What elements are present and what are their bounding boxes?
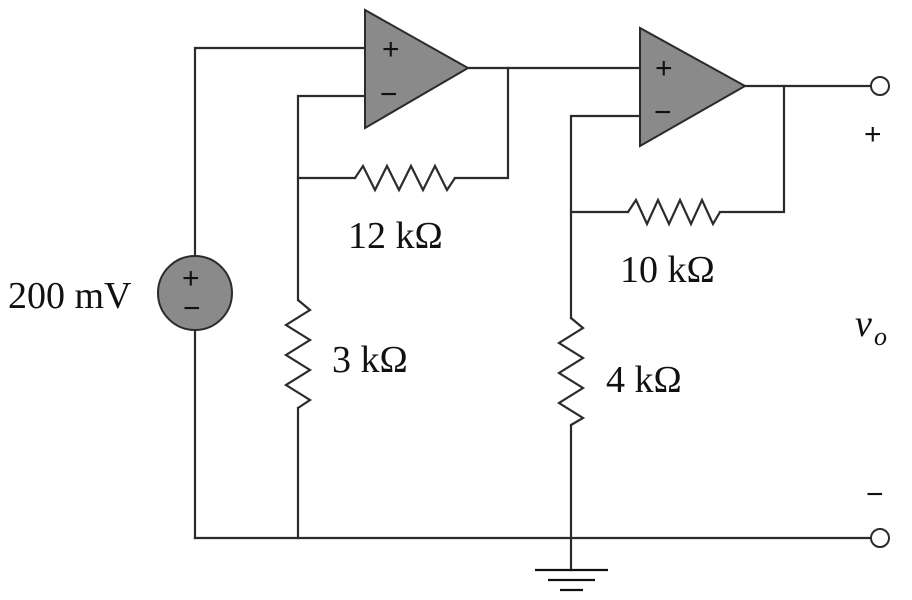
resistor-10k-label: 10 kΩ (620, 249, 715, 291)
output-voltage-label: v o (855, 303, 887, 351)
resistor-3k-label: 3 kΩ (332, 339, 408, 381)
resistor-12k-label: 12 kΩ (348, 215, 443, 257)
wire-inv1-to-node (296, 94, 367, 302)
resistor-10k (627, 197, 721, 227)
output-terminal-plus (870, 76, 890, 96)
output-voltage-subscript: o (874, 322, 887, 351)
wire-source-to-noninv1 (193, 46, 367, 265)
opamp1-plus-sign: + (382, 33, 400, 66)
source-value-label: 200 mV (8, 275, 132, 317)
resistor-3k (283, 299, 313, 409)
output-plus-sign: + (864, 118, 882, 151)
wire-inv2-to-node (569, 114, 642, 320)
source-minus-sign: − (183, 292, 201, 325)
output-voltage-var: v (855, 303, 872, 345)
opamp1-minus-sign: − (380, 78, 398, 111)
resistor-12k (354, 163, 456, 193)
opamp-2: + − (639, 26, 748, 148)
ground-symbol (535, 568, 608, 592)
wire-12k-to-out1 (453, 66, 510, 180)
resistor-4k-label: 4 kΩ (606, 359, 682, 401)
opamp2-minus-sign: − (654, 96, 672, 129)
source-plus-sign: + (182, 262, 200, 295)
opamp-1: + − (364, 8, 471, 130)
output-terminal-minus (870, 528, 890, 548)
wire-10k-to-out2 (718, 84, 786, 214)
resistor-4k (556, 317, 586, 426)
opamp2-plus-sign: + (655, 52, 673, 85)
voltage-source: + − (157, 255, 233, 331)
output-minus-sign: − (866, 478, 884, 511)
